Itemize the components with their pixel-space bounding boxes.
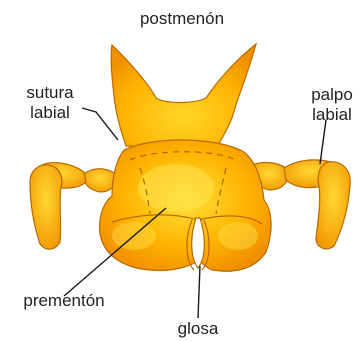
label-prementon: prementón: [23, 291, 104, 310]
label-sutura-labial-line1: sutura: [26, 83, 74, 102]
label-glosa: glosa: [178, 319, 219, 338]
glosa-cleft: [192, 218, 205, 268]
leader-sutura-labial: [82, 108, 118, 140]
label-postmenon: postmenón: [140, 9, 224, 28]
leader-glosa: [198, 266, 200, 318]
postmenton-plate: [111, 44, 256, 148]
leader-palpo-labial: [320, 120, 326, 164]
label-palpo-labial-line1: palpo: [311, 85, 353, 104]
label-sutura-labial-line2: labial: [30, 103, 70, 122]
label-palpo-labial-line2: labial: [312, 105, 352, 124]
prementon-highlight: [138, 164, 214, 212]
prementon-highlight-right: [218, 222, 258, 250]
